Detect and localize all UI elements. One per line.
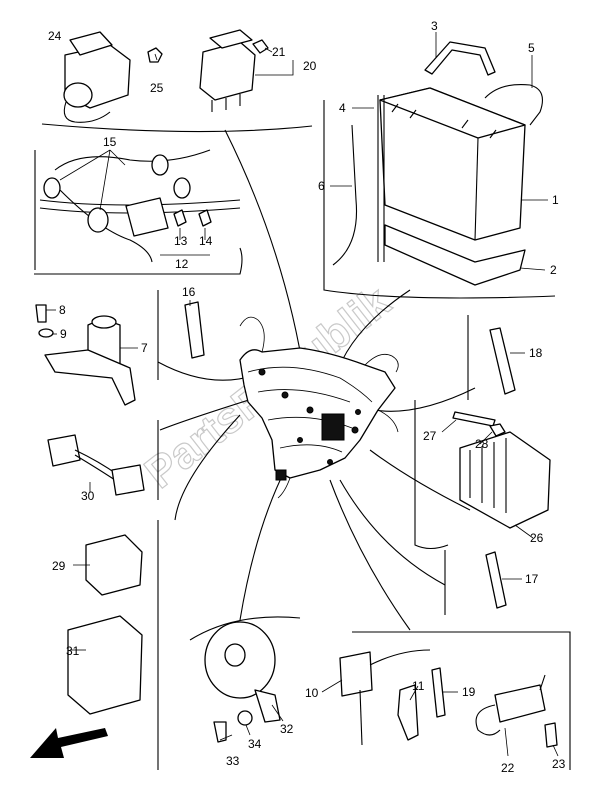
callout-25: 25 (150, 81, 164, 95)
part-9-washer (38, 328, 54, 338)
part-20-relay (199, 29, 256, 112)
callout-20: 20 (303, 59, 317, 73)
callout-13: 13 (174, 234, 188, 248)
callout-5: 5 (528, 41, 535, 55)
part-22-resistor (475, 674, 546, 736)
part-31-control-unit (67, 615, 143, 715)
part-16-cable-tie (184, 301, 205, 359)
callout-6: 6 (318, 179, 325, 193)
part-11-bracket (397, 684, 419, 741)
callout-22: 22 (501, 761, 515, 775)
callout-12: 12 (175, 257, 189, 271)
part-10-switch (339, 649, 431, 746)
part-14-terminal (198, 209, 212, 227)
callout-8: 8 (59, 303, 66, 317)
part-24-relay (63, 31, 131, 123)
callout-28: 28 (475, 437, 489, 451)
part-15-wire-clamps (39, 149, 241, 263)
part-33-bolt (213, 721, 227, 743)
callout-10: 10 (305, 686, 319, 700)
part-29-relay (85, 534, 143, 596)
part-6-battery-lead (332, 124, 358, 266)
callout-30: 30 (81, 489, 95, 503)
callout-19: 19 (462, 685, 476, 699)
callout-16: 16 (182, 285, 196, 299)
part-18-cable-tie (489, 327, 516, 395)
callout-17: 17 (525, 572, 539, 586)
part-7-ignition-switch (44, 315, 136, 406)
callout-24: 24 (48, 29, 62, 43)
callout-4: 4 (339, 101, 346, 115)
callout-29: 29 (52, 559, 66, 573)
callout-34: 34 (248, 737, 262, 751)
callout-11: 11 (412, 679, 425, 693)
callout-2: 2 (550, 263, 557, 277)
callout-3: 3 (431, 19, 438, 33)
part-1-battery (379, 87, 526, 241)
callout-26: 26 (530, 531, 544, 545)
callout-18: 18 (529, 346, 543, 360)
part-13-terminal (173, 209, 187, 227)
callout-9: 9 (60, 327, 67, 341)
callout-23: 23 (552, 757, 566, 771)
part-27-bolt (452, 411, 496, 427)
part-5-battery-cable (484, 83, 543, 126)
part-23-bolt (544, 722, 558, 748)
callout-31: 31 (66, 644, 80, 658)
callout-1: 1 (552, 193, 559, 207)
section-frames (34, 100, 571, 770)
part-2-battery-tray (384, 224, 526, 286)
arrow-down-left-icon (30, 728, 108, 758)
part-17-cable-tie (485, 551, 507, 609)
callout-15: 15 (103, 135, 117, 149)
part-8-bolt (35, 304, 47, 323)
part-19-tie (431, 667, 446, 718)
callout-27: 27 (423, 429, 437, 443)
leader-lines (46, 32, 559, 757)
part-28-nut (489, 423, 506, 437)
callout-21: 21 (272, 45, 286, 59)
callout-32: 32 (280, 722, 294, 736)
wire-harness (239, 316, 399, 499)
part-30-sub-harness (47, 434, 145, 496)
callout-labels: 24 25 21 20 3 5 4 6 1 2 15 13 14 12 8 9 … (48, 19, 566, 775)
callout-33: 33 (226, 754, 240, 768)
part-32-horn (204, 621, 281, 723)
callout-14: 14 (199, 234, 213, 248)
callout-7: 7 (141, 341, 148, 355)
part-21-terminal (252, 39, 269, 54)
part-3-battery-strap (424, 41, 496, 76)
part-34-washer (237, 710, 253, 726)
part-26-rectifier-regulator (459, 431, 551, 529)
